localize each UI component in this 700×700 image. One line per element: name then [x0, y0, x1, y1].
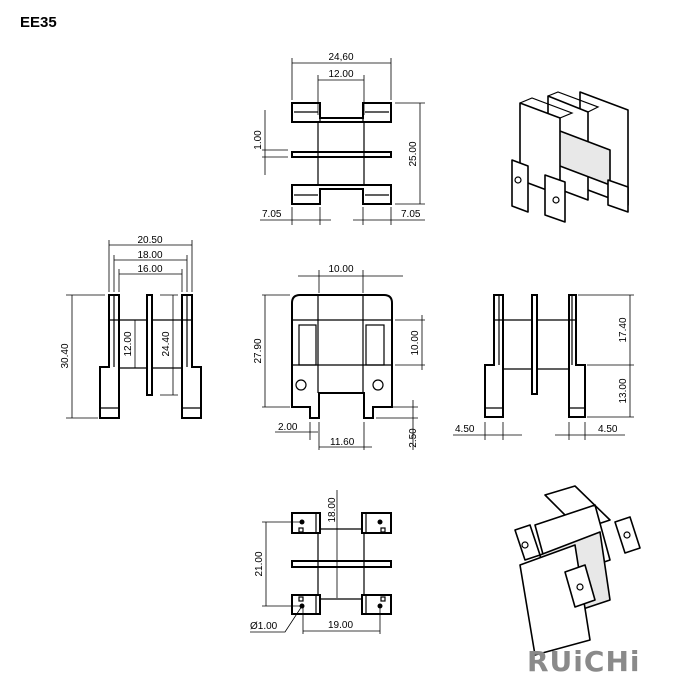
dim-top-height: 25.00 [408, 141, 419, 166]
part-title: EE35 [20, 14, 57, 31]
isometric-view-top [511, 91, 629, 223]
dim-pin-spacing: 11.60 [330, 437, 355, 448]
dim-side-height: 30.40 [60, 343, 71, 368]
dim-window-side: 10.00 [410, 330, 421, 355]
dim-front-height: 27.90 [253, 338, 264, 363]
dim-side-18-00: 18.00 [137, 250, 162, 261]
dim-right-lower: 13.00 [618, 378, 629, 403]
isometric-view-bottom [514, 485, 641, 656]
right-view: 17.40 13.00 4.50 4.50 [453, 294, 634, 440]
dim-left-tab: 4.50 [455, 424, 475, 435]
top-view: 24,60 12.00 1.00 25.00 7.05 7.05 [253, 52, 425, 225]
dim-window-top: 10.00 [328, 264, 353, 275]
dim-top-width-inner: 12.00 [328, 69, 353, 80]
dim-pin-width: 2.00 [278, 422, 298, 433]
side-view: 20.50 18.00 16.00 30.40 12.00 24.40 [60, 235, 202, 419]
bottom-view: 18.00 21.00 Ø1.00 19.00 [250, 490, 392, 634]
dim-right-offset: 7.05 [401, 209, 421, 220]
dim-hole: Ø1.00 [250, 621, 278, 632]
dim-right-tab: 4.50 [598, 424, 618, 435]
dim-left-offset: 7.05 [262, 209, 282, 220]
dim-side-core: 12.00 [123, 331, 134, 356]
dim-pin-length: 2.50 [408, 428, 419, 448]
dim-plate-height: 24.40 [161, 331, 172, 356]
dim-plate-thickness: 1.00 [253, 130, 264, 150]
dim-side-20-50: 20.50 [137, 235, 162, 246]
dim-pin-row: 21.00 [254, 551, 265, 576]
dim-right-upper: 17.40 [618, 317, 629, 342]
dim-side-16-00: 16.00 [137, 264, 162, 275]
front-view: 10.00 27.90 10.00 2.00 11.60 2.50 [253, 264, 425, 450]
brand-logo: RUiCHi [527, 645, 641, 678]
dim-top-width-overall: 24,60 [328, 52, 353, 63]
dim-pin-pitch: 19.00 [328, 620, 353, 631]
dim-bottom-center: 18.00 [327, 497, 338, 522]
